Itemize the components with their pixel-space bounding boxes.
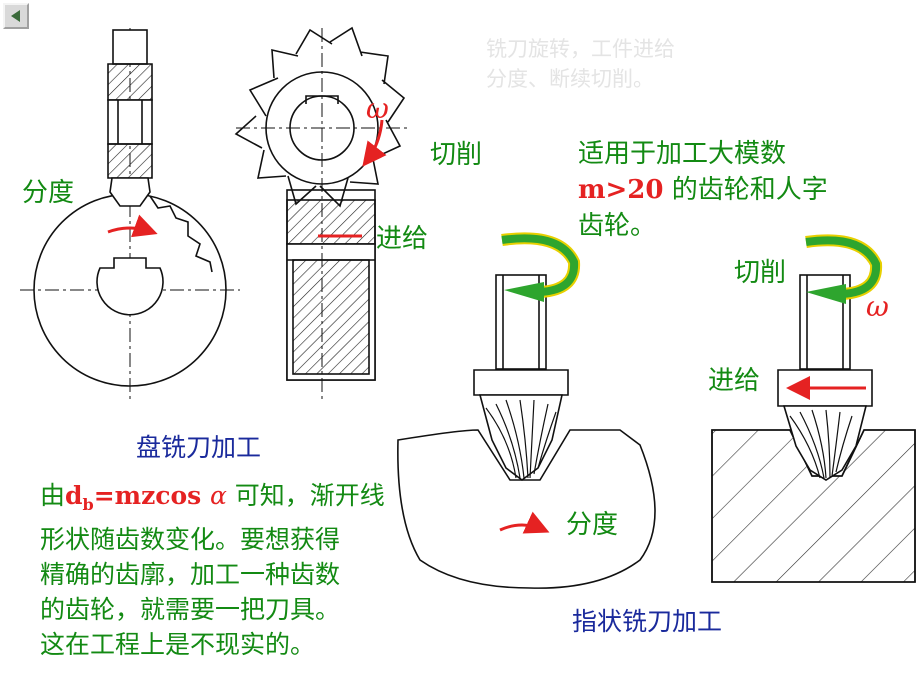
cutter-rotation-arrow (362, 119, 387, 167)
right-cutter-head (782, 405, 868, 481)
paragraph-line3: 精确的齿廓，加工一种齿数 (40, 560, 341, 589)
gear-blank-section (397, 429, 656, 589)
applicability-line3: 齿轮。 (578, 211, 657, 241)
cutting-label-top: 切削 (430, 140, 483, 170)
paragraph-line1-rest: 可知，渐开线 (226, 481, 385, 510)
faint-note: 铣刀旋转，工件进给 分度、断续切削。 (486, 34, 675, 94)
cutting-label-right: 切削 (734, 258, 787, 288)
disc-cutter-caption: 盘铣刀加工 (136, 433, 262, 462)
gear-bore (96, 257, 164, 316)
cutter-arbor (112, 29, 148, 65)
disc-cutter-side-view (20, 28, 240, 400)
explanation-paragraph: 由db=mzcos α 可知，渐开线 形状随齿数变化。要想获得 精确的齿廓，加工… (40, 478, 420, 662)
module-value: m>20 (578, 175, 664, 205)
feed-label-top: 进给 (376, 224, 429, 254)
formula-d: d (65, 481, 83, 510)
gear-teeth (149, 195, 213, 273)
applicability-line2-rest: 的齿轮和人字 (663, 175, 828, 205)
formula-subscript: b (82, 495, 94, 514)
back-button[interactable] (3, 3, 29, 29)
faint-note-line2: 分度、断续切削。 (486, 67, 654, 91)
applicability-note: 适用于加工大模数 m>20 的齿轮和人字 齿轮。 (578, 136, 828, 244)
triangle-left-icon (11, 10, 20, 22)
paragraph-line1: 由db=mzcos α 可知，渐开线 (40, 478, 420, 522)
paragraph-prefix: 由 (40, 481, 66, 510)
paragraph-line2: 形状随齿数变化。要想获得 (40, 525, 341, 554)
finger-cutter-caption: 指状铣刀加工 (572, 607, 723, 636)
disc-cutter-profile (109, 177, 151, 207)
gear-rotation-arrow (107, 214, 158, 238)
applicability-line1: 适用于加工大模数 (578, 139, 787, 169)
rotation-arrow-left (501, 232, 581, 302)
faint-note-line1: 铣刀旋转，工件进给 (486, 37, 675, 61)
formula: db=mzcos α (65, 481, 227, 514)
disc-cutter-front-view (234, 26, 410, 400)
rotation-arrow-right (805, 234, 883, 304)
indexing-label-bottom: 分度 (566, 510, 619, 540)
formula-alpha: α (209, 481, 227, 510)
paragraph-line5: 这在工程上是不现实的。 (40, 630, 316, 659)
omega-symbol-top: ω (366, 92, 389, 125)
finger-cutter-gear-view (397, 274, 656, 589)
paragraph-line4: 的齿轮，就需要一把刀具。 (40, 595, 341, 624)
indexing-arrow-bottom (499, 511, 550, 534)
formula-rest: =mzcos (93, 481, 210, 510)
feed-label-right: 进给 (708, 366, 761, 396)
indexing-label-left: 分度 (22, 178, 75, 208)
omega-symbol-right: ω (866, 290, 889, 323)
applicability-line2: m>20 的齿轮和人字 (578, 172, 828, 208)
finger-cutter-rack-view (711, 274, 916, 583)
